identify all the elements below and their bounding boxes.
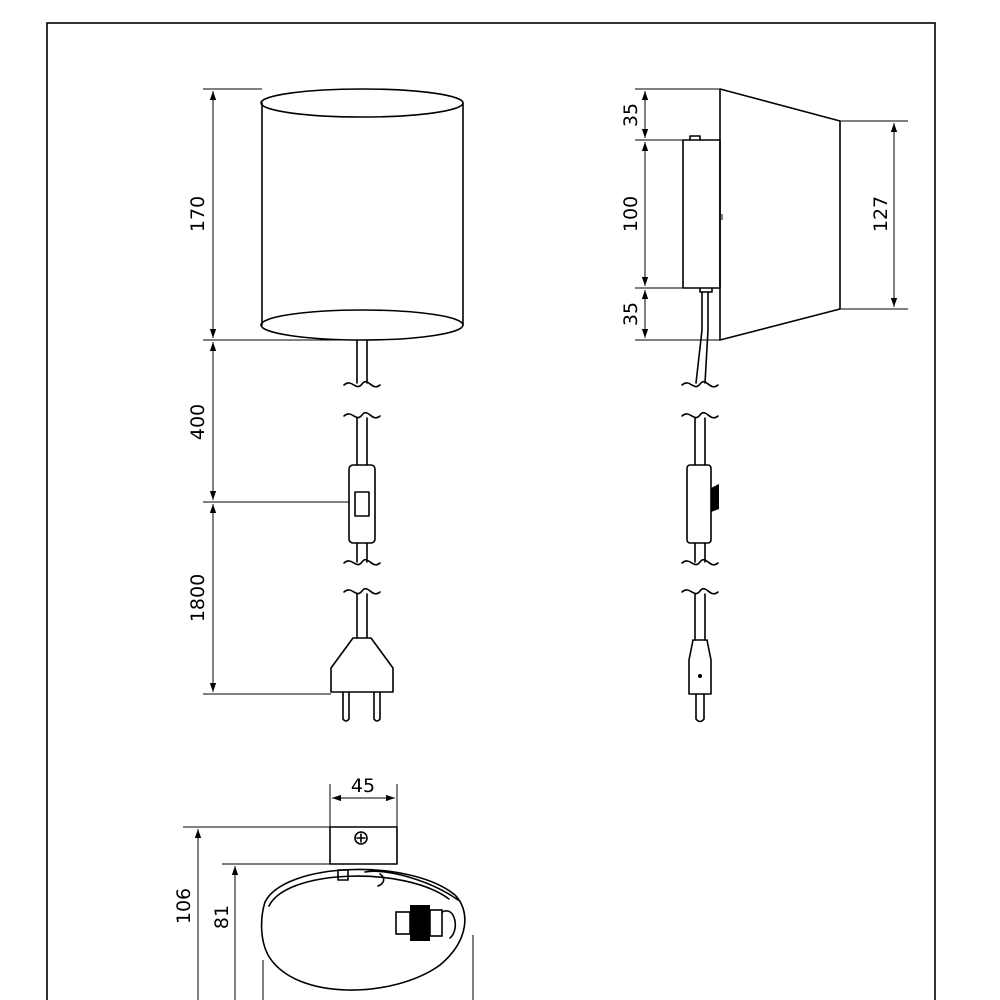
dim-cable-to-switch: 400 <box>187 404 209 440</box>
side-mount-bracket <box>682 135 721 293</box>
dim-side-rear-height: 127 <box>870 196 892 232</box>
front-dimensions: 170 400 1800 <box>187 88 362 695</box>
front-view: 170 400 1800 <box>187 88 464 722</box>
front-inline-switch <box>343 464 381 566</box>
dim-top-total-depth: 106 <box>173 888 195 924</box>
side-cable <box>681 291 719 641</box>
side-view: 35 100 35 127 <box>620 88 908 723</box>
top-mount-plate <box>329 826 398 865</box>
side-shade <box>719 88 841 341</box>
dim-top-mount-width: 45 <box>351 775 375 797</box>
dim-side-mount-height: 100 <box>620 196 642 232</box>
front-cable-upper <box>343 339 381 388</box>
dim-front-height: 170 <box>187 196 209 232</box>
dim-side-bottom-offset: 35 <box>620 302 642 326</box>
side-dimensions: 35 100 35 127 <box>620 88 908 341</box>
dim-side-top-offset: 35 <box>620 103 642 127</box>
front-shade <box>260 88 464 341</box>
front-cable-middle <box>343 411 381 466</box>
dim-switch-to-plug: 1800 <box>187 574 209 622</box>
top-view: 45 106 81 <box>173 775 474 1000</box>
drawing-frame <box>46 22 936 1000</box>
top-lamp-socket <box>395 905 457 941</box>
front-plug <box>330 587 394 722</box>
dim-top-shade-depth: 81 <box>211 905 233 929</box>
top-dimensions: 45 106 81 <box>173 775 474 1000</box>
top-shade <box>260 868 466 991</box>
side-plug <box>688 639 712 723</box>
